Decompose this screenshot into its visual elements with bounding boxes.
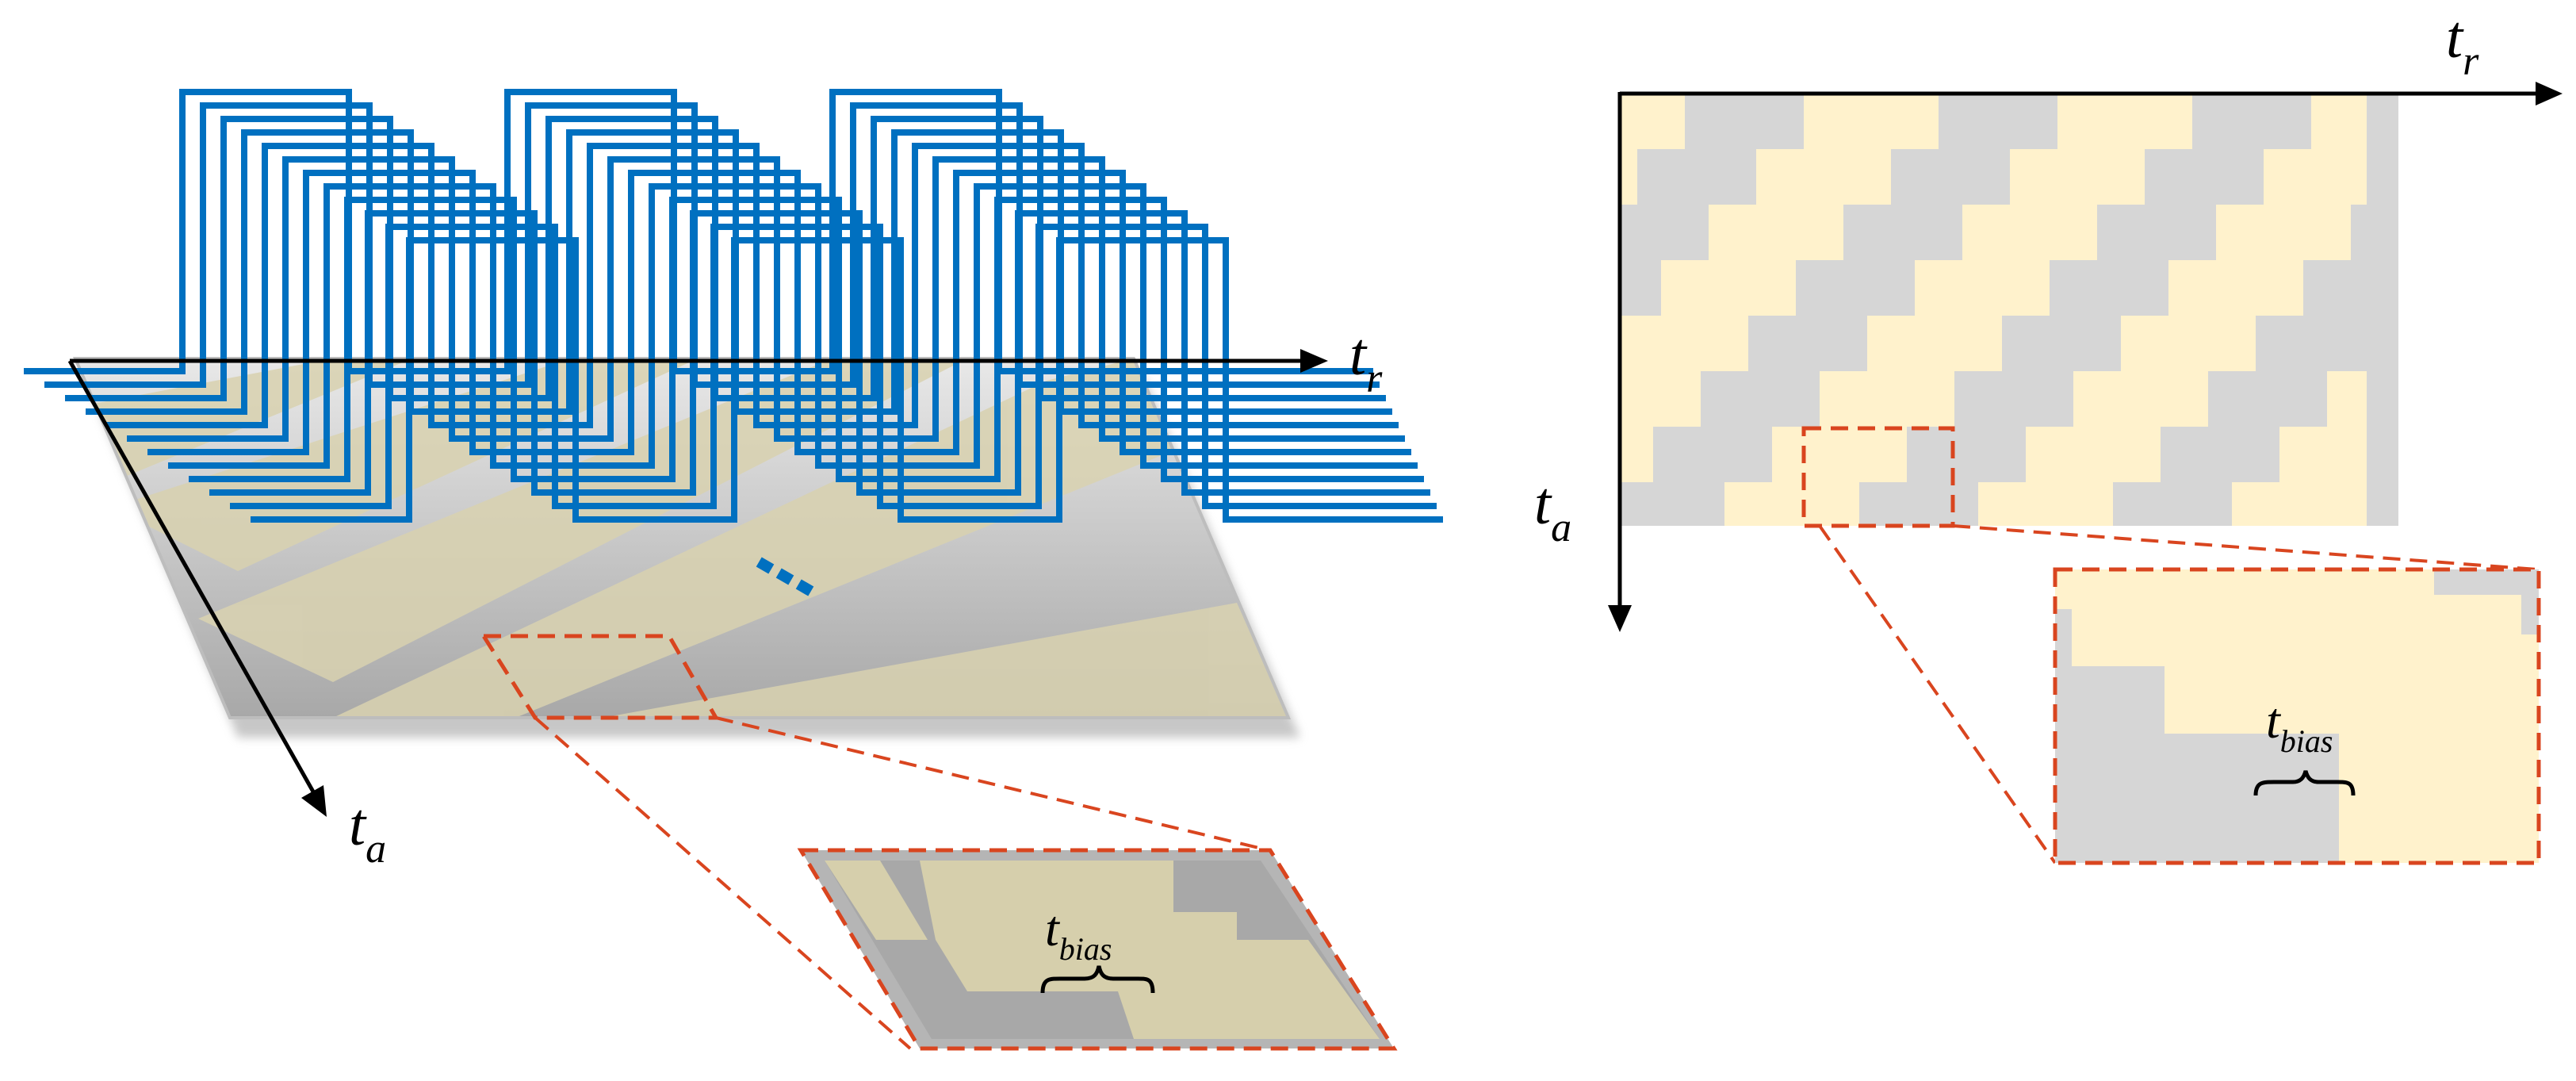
- grid-stripe-cell: [1637, 149, 1756, 205]
- grid-stripe-cell: [1954, 371, 2073, 427]
- grid-stripe-cell: [2256, 316, 2375, 371]
- zoom-line-1: [534, 716, 912, 1050]
- grid-stripe-cell: [1621, 260, 1661, 316]
- grid-stripe-cell: [1859, 482, 1978, 526]
- grid-stripe-cell: [1796, 260, 1915, 316]
- azimuth-axis-label-right: ta: [1534, 470, 1571, 550]
- pulse-line: [168, 183, 1418, 469]
- grid-stripe-cell: [2097, 205, 2216, 260]
- grid-stripe-cell: [1653, 427, 1772, 482]
- grid-stripe-cell: [2509, 316, 2576, 371]
- bias-brace-left: [1040, 965, 1155, 994]
- range-axis-label-left: tr: [1349, 321, 1383, 401]
- grid-stripe-cell: [1907, 427, 2026, 482]
- grid-stripe-cell: [2002, 316, 2121, 371]
- zoom-line-4: [1952, 524, 2538, 571]
- left-zoom-inset: tbias: [797, 848, 1398, 1051]
- grid-stripe-cell: [2161, 427, 2279, 482]
- grid-stripe-cell: [2303, 260, 2398, 316]
- pulse-line: [65, 116, 1386, 401]
- left-3d-panel: tbias tr ta: [24, 89, 1443, 1051]
- pulse-line: [147, 170, 1411, 455]
- pulse-line: [24, 89, 1373, 374]
- grid-stripe-cell: [1431, 94, 1550, 149]
- pulse-train: [24, 89, 1443, 523]
- grid-stripe-cell: [2145, 149, 2264, 205]
- grid-stripe-cell: [1288, 260, 1407, 316]
- grid-stripe-cell: [2192, 94, 2311, 149]
- grid-stripe-cell: [1621, 482, 1724, 526]
- pulse-line: [251, 237, 1443, 523]
- grid-stripe-cell: [1177, 94, 1296, 149]
- grid-stripe-cell: [2557, 260, 2576, 316]
- grid-stripes: [1035, 94, 2576, 526]
- grid-stripe-cell: [1447, 371, 1566, 427]
- pulse-line: [86, 129, 1392, 415]
- right-2d-panel: tbias tr ta: [1035, 4, 2576, 865]
- grid-stripe-cell: [1701, 371, 1820, 427]
- grid-stripe-cell: [2113, 482, 2232, 526]
- grid-stripe-cell: [2414, 427, 2533, 482]
- grid-stripe-cell: [2050, 260, 2168, 316]
- pulse-line: [189, 197, 1424, 482]
- grid-stripe-cell: [1621, 205, 1709, 260]
- left-axes: [67, 349, 1328, 817]
- right-zoom-inset: tbias: [2053, 567, 2541, 865]
- grid-stripe-cell: [2208, 371, 2327, 427]
- grid-stripe-cell: [1748, 316, 1867, 371]
- pulse-line: [127, 156, 1405, 442]
- plate-edge: [72, 357, 1292, 719]
- bias-label-left: tbias: [1045, 900, 1112, 967]
- right-axes: [1608, 82, 2563, 632]
- grid-stripe-cell: [1399, 427, 1518, 482]
- grid-stripe-cell: [1130, 149, 1249, 205]
- ellipsis-dots: [756, 557, 814, 596]
- pulse-line: [106, 143, 1399, 428]
- grid-stripe-cell: [1035, 260, 1154, 316]
- pulse-line: [209, 210, 1430, 496]
- grid-stripe-cell: [1336, 205, 1455, 260]
- grid-stripe-cell: [1495, 316, 1613, 371]
- zoom-line-3: [1818, 524, 2057, 864]
- grid-stripe-cell: [2462, 371, 2576, 427]
- grid-zoom-region: [1801, 426, 1955, 528]
- bias-label-right: tbias: [2266, 692, 2333, 759]
- pulse-line: [44, 102, 1380, 388]
- grid-stripe-cell: [2398, 149, 2517, 205]
- grid-edge-column: [2367, 94, 2398, 526]
- grid-stripe-cell: [1891, 149, 2010, 205]
- grid-stripe-cell: [1685, 94, 1804, 149]
- pulse-line: [230, 224, 1437, 509]
- grid-stripe-cell: [2446, 94, 2565, 149]
- grid-stripe-cell: [1939, 94, 2057, 149]
- zoom-line-2: [715, 716, 1269, 852]
- bias-brace-right: [2253, 770, 2356, 796]
- grid-stripe-cell: [1384, 149, 1502, 205]
- grid-stripe-cell: [1843, 205, 1962, 260]
- azimuth-axis-label-left: ta: [349, 792, 386, 872]
- range-axis-label-right: tr: [2446, 4, 2479, 84]
